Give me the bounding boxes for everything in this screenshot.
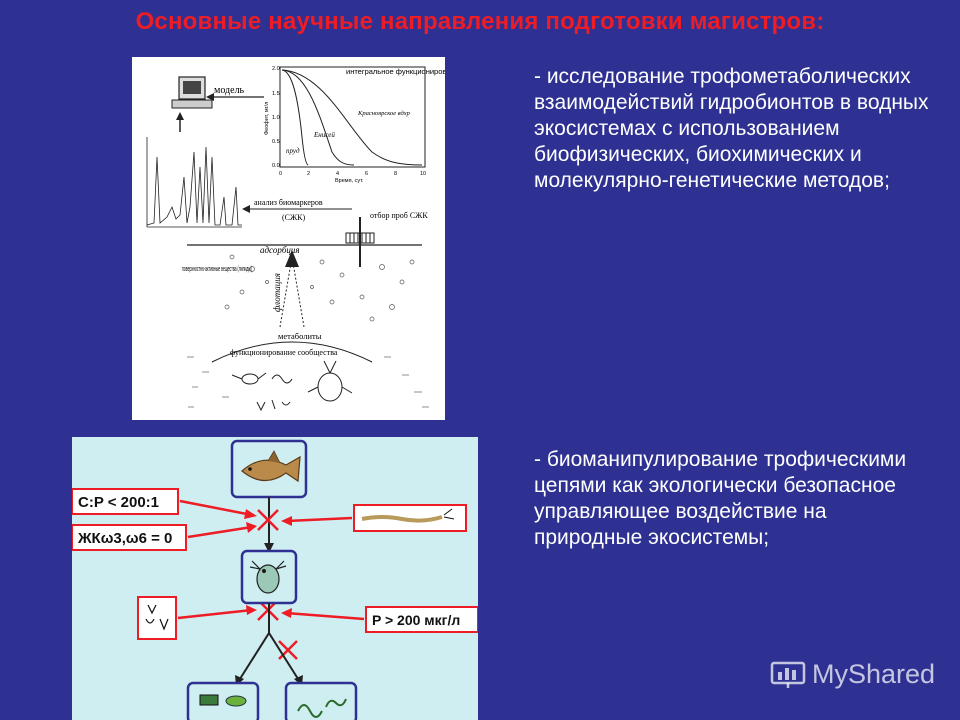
svg-text:функционирование сообщества: функционирование сообщества bbox=[230, 348, 338, 357]
svg-text:2: 2 bbox=[307, 171, 310, 177]
slide-title: Основные научные направления подготовки … bbox=[135, 8, 825, 35]
cp-ratio-box bbox=[72, 488, 179, 515]
presentation-icon bbox=[770, 661, 806, 688]
computer-icon bbox=[171, 76, 213, 109]
svg-text:0.5: 0.5 bbox=[272, 139, 280, 145]
fatty-acid-box bbox=[72, 524, 187, 551]
svg-text:10: 10 bbox=[420, 171, 426, 177]
cp-ratio-label: C:P < 200:1 bbox=[78, 494, 159, 511]
filament-icon bbox=[297, 698, 347, 718]
predator-insects-box bbox=[137, 596, 177, 640]
research-direction-2: - биоманипулирование трофическими цепями… bbox=[534, 448, 907, 549]
daphnia-icon bbox=[249, 560, 287, 594]
svg-text:Красноярское вдхр: Красноярское вдхр bbox=[357, 110, 411, 117]
svg-text:пруд: пруд bbox=[286, 147, 300, 155]
chromatogram bbox=[146, 137, 242, 228]
svg-text:0.0: 0.0 bbox=[272, 163, 280, 169]
svg-text:анализ биомаркеров: анализ биомаркеров bbox=[254, 198, 323, 207]
cyanobacteria-box bbox=[284, 681, 358, 720]
bubbles bbox=[224, 254, 415, 322]
model-label: модель bbox=[214, 85, 245, 96]
svg-text:4: 4 bbox=[336, 171, 339, 177]
insect-larvae-icon bbox=[145, 604, 169, 631]
svg-text:8: 8 bbox=[394, 171, 397, 177]
larva-icon bbox=[361, 508, 455, 523]
watermark-text: MyShared bbox=[812, 658, 936, 689]
sampler-icon bbox=[345, 217, 375, 267]
phosphorus-box bbox=[365, 606, 478, 633]
trophometabolic-figure: модель 2.0 1.5 1.0 0.5 0.0 0 2 4 6 8 10 … bbox=[132, 57, 445, 420]
fish-icon bbox=[241, 450, 301, 483]
svg-text:Время, сут.: Время, сут. bbox=[335, 178, 364, 184]
surfactant-label: поверхностно-активные вещества (липиды) bbox=[182, 264, 252, 273]
svg-text:1.5: 1.5 bbox=[272, 91, 280, 97]
svg-text:Енисей: Енисей bbox=[313, 131, 335, 139]
fatty-acid-label: ЖКω3,ω6 = 0 bbox=[77, 530, 172, 547]
trophometabolic-diagram: модель 2.0 1.5 1.0 0.5 0.0 0 2 4 6 8 10 … bbox=[146, 66, 445, 412]
trophic-chain-diagram: C:P < 200:1 ЖКω3,ω6 = 0 P > 200 мкг/л bbox=[72, 439, 478, 720]
svg-text:(СЖК): (СЖК) bbox=[282, 213, 306, 222]
watermark: MyShared bbox=[770, 656, 935, 692]
biomanipulation-figure: C:P < 200:1 ЖКω3,ω6 = 0 P > 200 мкг/л bbox=[72, 437, 478, 720]
svg-text:Феофит, мг/л: Феофит, мг/л bbox=[264, 102, 270, 135]
svg-text:0: 0 bbox=[279, 171, 282, 177]
svg-text:интегральное функционирование: интегральное функционирование (самоочище… bbox=[346, 67, 445, 76]
phosphorus-label: P > 200 мкг/л bbox=[372, 612, 460, 628]
algae-icon bbox=[199, 694, 247, 707]
water-column-texture bbox=[187, 356, 429, 408]
svg-text:1.0: 1.0 bbox=[272, 115, 280, 121]
svg-text:отбор проб СЖК: отбор проб СЖК bbox=[370, 211, 428, 220]
phytoplankton-box bbox=[186, 681, 260, 720]
decay-chart: 2.0 1.5 1.0 0.5 0.0 0 2 4 6 8 10 Время, … bbox=[264, 66, 445, 184]
svg-text:флотация: флотация bbox=[272, 273, 282, 312]
svg-text:6: 6 bbox=[365, 171, 368, 177]
organisms-icon bbox=[231, 360, 353, 412]
research-direction-1: - исследование трофометаболических взаим… bbox=[534, 65, 929, 192]
svg-text:метаболиты: метаболиты bbox=[278, 331, 322, 341]
svg-text:2.0: 2.0 bbox=[272, 66, 280, 72]
svg-text:адсорбция: адсорбция bbox=[260, 245, 300, 255]
